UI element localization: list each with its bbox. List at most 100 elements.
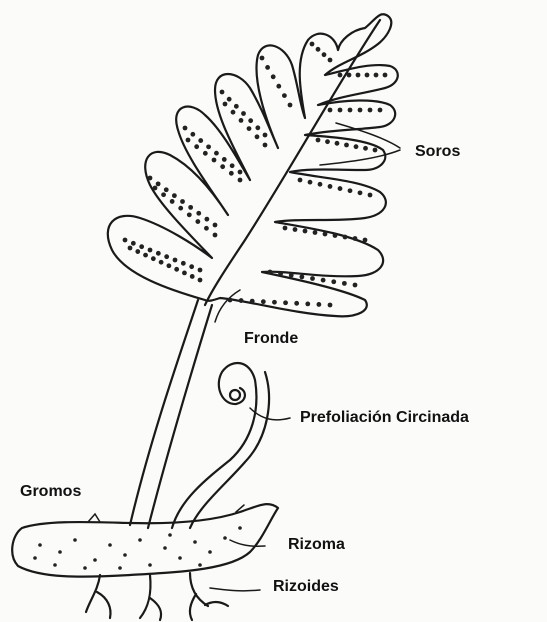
sorus-dot xyxy=(229,171,234,176)
sorus-dot xyxy=(383,73,388,78)
label-fronde: Fronde xyxy=(244,330,298,348)
sorus-dot xyxy=(268,270,273,275)
rhizome-dot xyxy=(198,563,202,567)
rhizome-dot xyxy=(223,536,227,540)
sorus-dot xyxy=(194,144,199,149)
sorus-dot xyxy=(164,187,169,192)
sorus-dot xyxy=(321,278,326,283)
rhizome-dot xyxy=(123,553,127,557)
sorus-dot xyxy=(148,176,153,181)
sorus-dot xyxy=(250,299,255,304)
rhizome-dot xyxy=(138,538,142,542)
sorus-dot xyxy=(213,233,218,238)
sorus-dot xyxy=(228,298,233,303)
label-soros: Soros xyxy=(415,143,460,161)
sorus-dot xyxy=(212,158,217,163)
sorus-dot xyxy=(299,274,304,279)
sorus-dot xyxy=(293,227,298,232)
rhizome-dot xyxy=(73,538,77,542)
rhizome-dot xyxy=(58,550,62,554)
rhizome-dot xyxy=(118,566,122,570)
sorus-dot xyxy=(278,271,283,276)
sorus-dot xyxy=(348,188,353,193)
sorus-dot xyxy=(247,126,252,131)
stipe-left xyxy=(130,300,198,525)
sorus-dot xyxy=(135,249,140,254)
sorus-dot xyxy=(261,299,266,304)
sorus-dot xyxy=(289,273,294,278)
sorus-dot xyxy=(303,229,308,234)
sorus-dot xyxy=(288,103,293,108)
sorus-dot xyxy=(271,74,276,79)
sorus-dot xyxy=(353,236,358,241)
sorus-dot xyxy=(238,178,243,183)
sorus-dot xyxy=(358,190,363,195)
rhizome-dot xyxy=(178,556,182,560)
label-gromos: Gromos xyxy=(20,483,81,501)
sorus-dot xyxy=(378,108,383,113)
sorus-dot xyxy=(342,281,347,286)
sorus-dot xyxy=(195,219,200,224)
sorus-dot xyxy=(255,125,260,130)
sorus-dot xyxy=(353,283,358,288)
sorus-dot xyxy=(170,199,175,204)
sorus-dot xyxy=(308,180,313,185)
sorus-dot xyxy=(234,104,239,109)
rhizome-dot xyxy=(33,556,37,560)
sorus-dot xyxy=(151,256,156,261)
sorus-dot xyxy=(316,302,321,307)
sorus-dot xyxy=(338,108,343,113)
sorus-dot xyxy=(143,253,148,258)
sorus-dot xyxy=(343,235,348,240)
sorus-dot xyxy=(189,264,194,269)
sorus-dot xyxy=(188,205,193,210)
sorus-dot xyxy=(214,151,219,156)
fronde-pointer xyxy=(215,290,240,322)
sorus-dot xyxy=(174,267,179,272)
sorus-dot xyxy=(322,52,327,57)
sorus-dot xyxy=(239,298,244,303)
rhizome-dot xyxy=(193,540,197,544)
rhizome-dot xyxy=(168,533,172,537)
sorus-dot xyxy=(325,139,330,144)
sorus-dot xyxy=(348,108,353,113)
sorus-dot xyxy=(305,301,310,306)
sorus-dot xyxy=(128,246,133,251)
sorus-dot xyxy=(173,258,178,263)
sorus-dot xyxy=(316,138,321,143)
sorus-dot xyxy=(156,181,161,186)
sorus-dot xyxy=(222,157,227,162)
sorus-dot xyxy=(265,65,270,70)
sorus-dot xyxy=(310,42,315,47)
label-prefoliacion-circinada: Prefoliación Circinada xyxy=(300,409,469,427)
sorus-dot xyxy=(196,211,201,216)
sorus-dot xyxy=(198,138,203,143)
sorus-dot xyxy=(323,232,328,237)
sorus-dot xyxy=(183,126,188,131)
sorus-dot xyxy=(159,260,164,265)
sorus-dot xyxy=(161,192,166,197)
rhizome-dot xyxy=(53,563,57,567)
sorus-dot xyxy=(231,110,236,115)
sorus-dot xyxy=(344,143,349,148)
rhizome-outline xyxy=(12,504,278,577)
sorus-dot xyxy=(190,274,195,279)
sorus-dot xyxy=(172,193,177,198)
sorus-dot xyxy=(318,182,323,187)
rhizome-dot xyxy=(93,558,97,562)
sorus-dot xyxy=(198,268,203,273)
sorus-dot xyxy=(213,223,218,228)
sori-dots xyxy=(123,42,388,308)
sorus-dot xyxy=(276,84,281,89)
sorus-dot xyxy=(363,238,368,243)
sorus-dot xyxy=(238,170,243,175)
sorus-dot xyxy=(223,102,228,107)
stipe-right xyxy=(148,305,212,528)
rhizome-dot xyxy=(38,543,42,547)
sorus-dot xyxy=(368,193,373,198)
sorus-dot xyxy=(282,93,287,98)
sorus-dot xyxy=(338,73,343,78)
sorus-dot xyxy=(294,301,299,306)
